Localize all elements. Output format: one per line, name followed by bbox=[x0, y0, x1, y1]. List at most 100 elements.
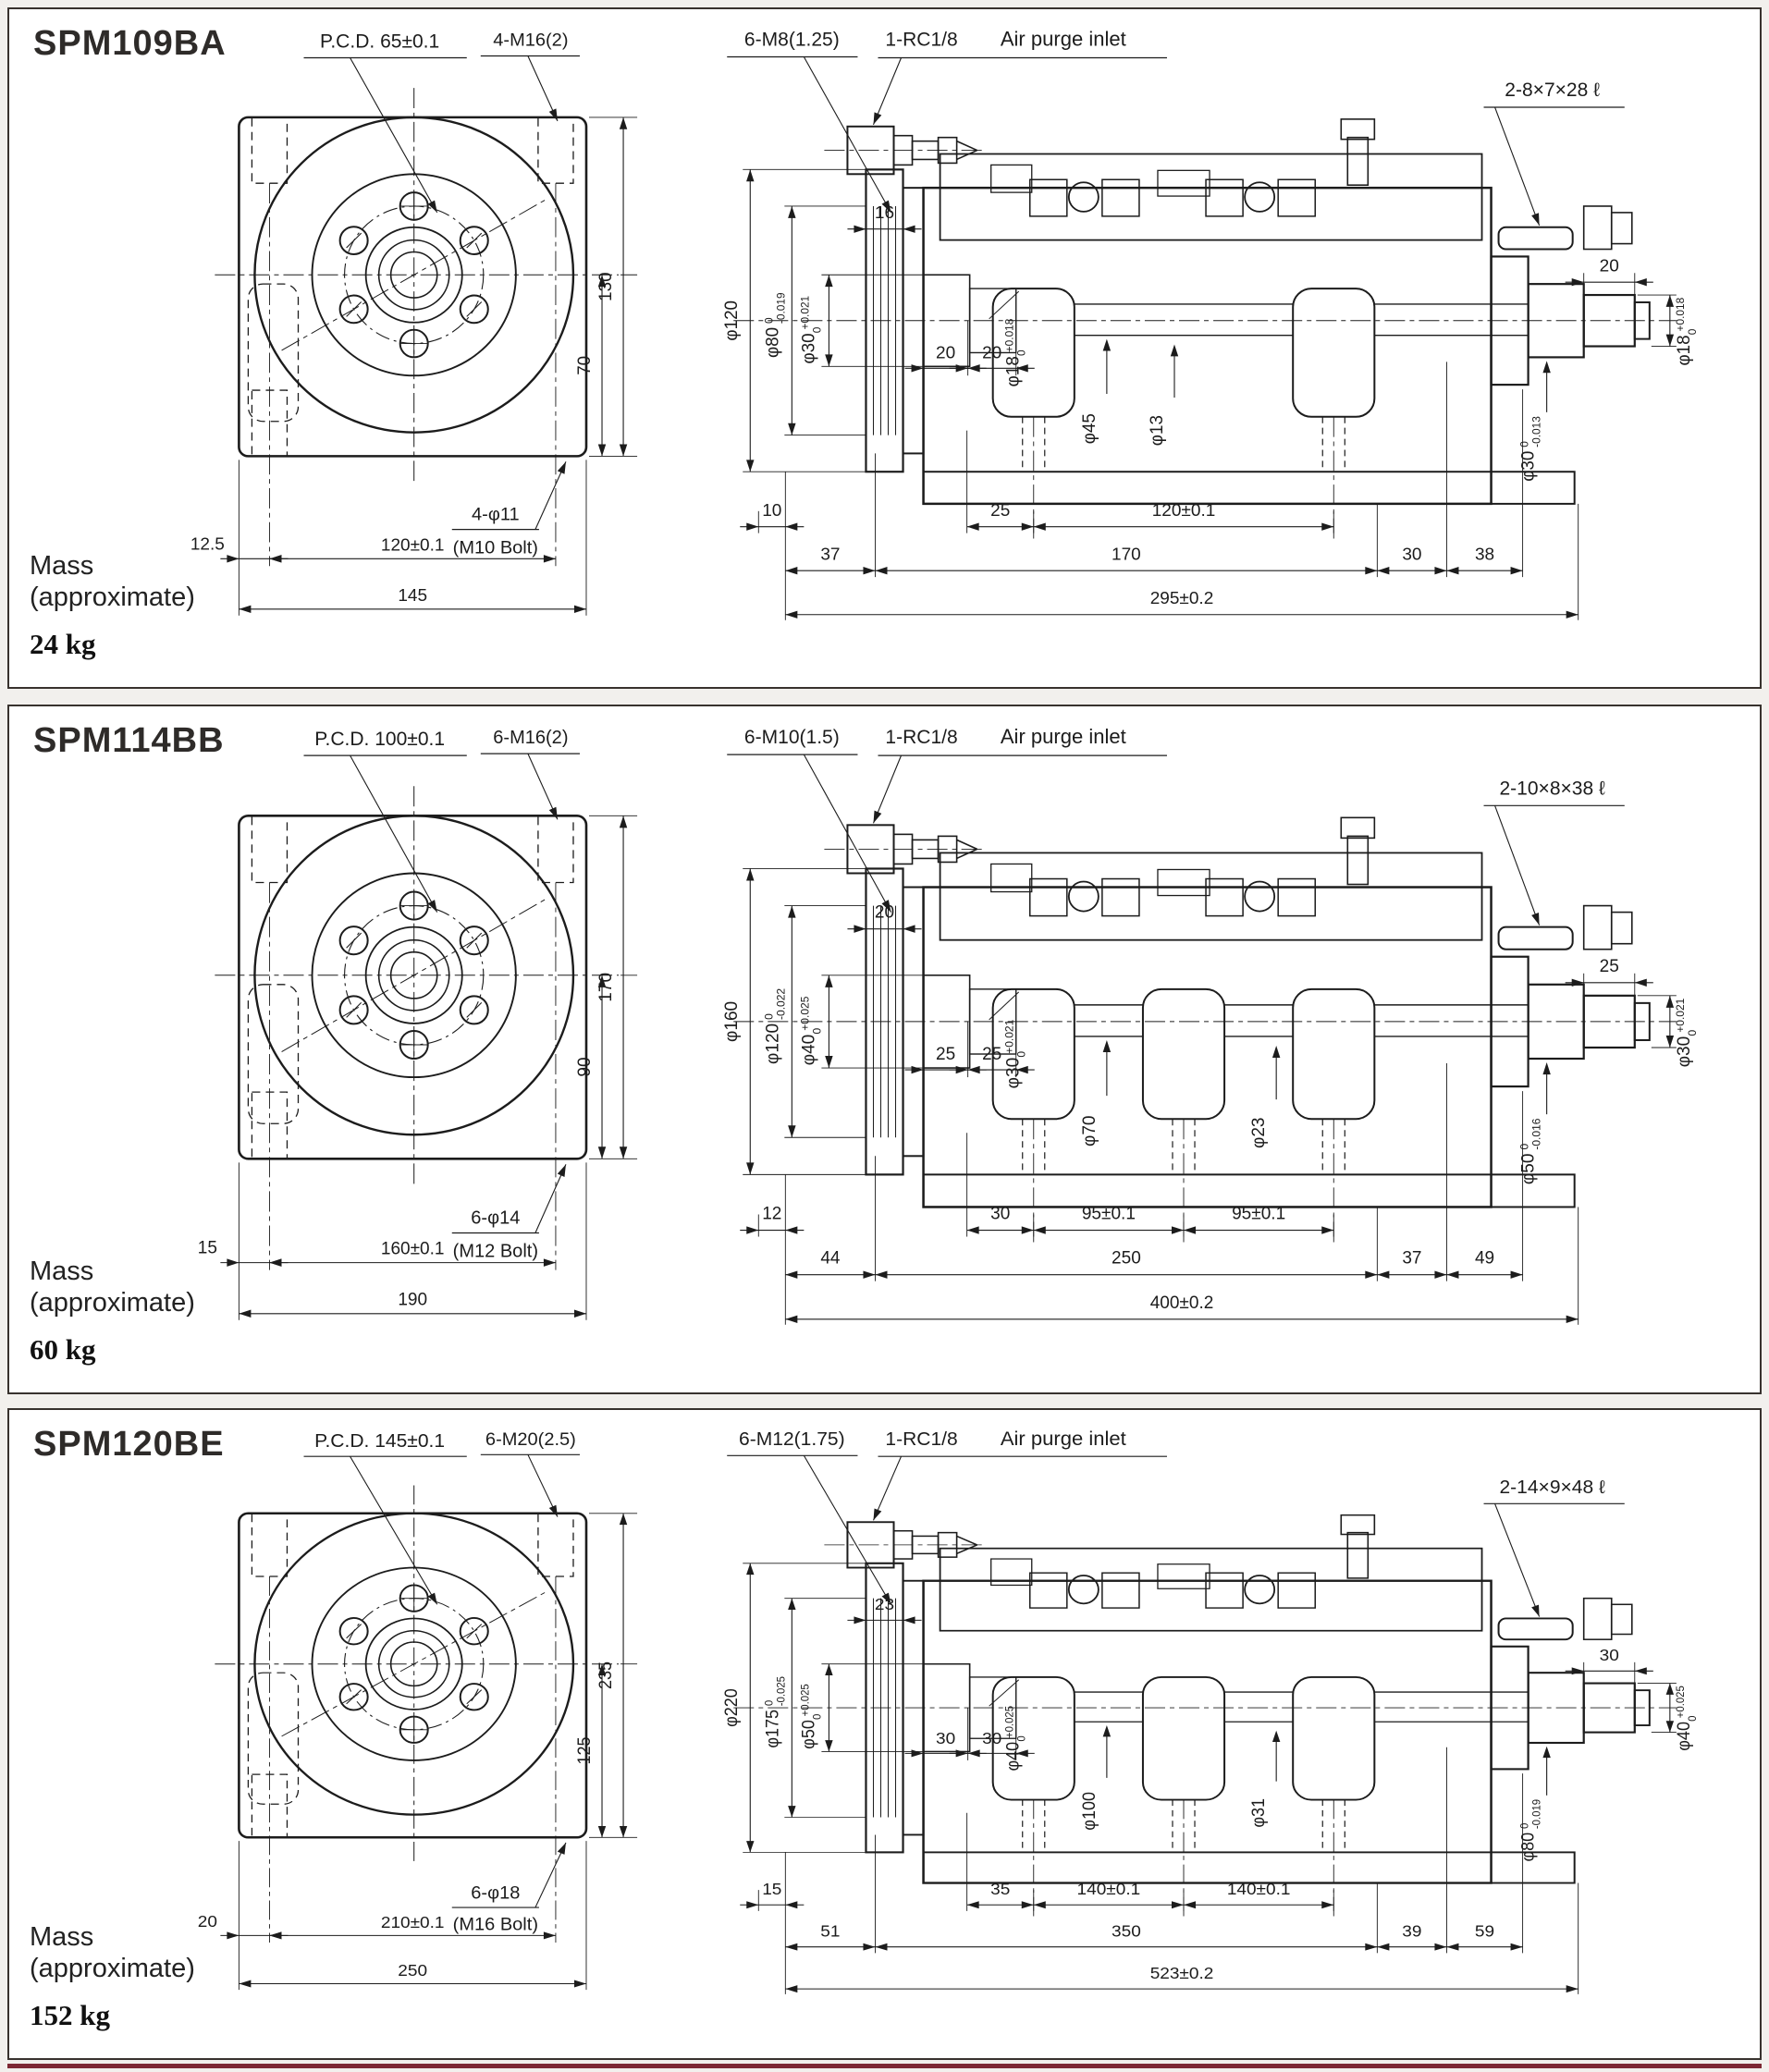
dimension-label: 12 bbox=[762, 1204, 781, 1223]
diameter-label: 125 bbox=[574, 1736, 595, 1764]
diameter-label: φ30+0.0210 bbox=[798, 295, 823, 363]
diameter-label: φ500-0.016 bbox=[1518, 1118, 1543, 1184]
base-plate bbox=[922, 471, 1576, 505]
arrowhead-icon bbox=[1665, 334, 1675, 347]
bearing-ball bbox=[1244, 1575, 1276, 1605]
arrowhead-icon bbox=[955, 1749, 968, 1758]
end-diameter-label: φ18+0.0180 bbox=[1674, 297, 1699, 365]
arrowhead-icon bbox=[746, 1563, 755, 1575]
mass-sublabel: (approximate) bbox=[30, 1953, 195, 1983]
drawing-shape bbox=[251, 815, 289, 884]
arrowhead-icon bbox=[903, 925, 915, 933]
dimension-label: 51 bbox=[820, 1921, 840, 1940]
arrowhead-icon bbox=[1446, 1270, 1459, 1279]
arrowhead-icon bbox=[619, 1825, 628, 1838]
key-label: 2-14×9×48 ℓ bbox=[1499, 1477, 1605, 1498]
bolt-hole bbox=[338, 995, 369, 1025]
drawing-line bbox=[956, 1535, 977, 1546]
arrowhead-icon bbox=[1542, 361, 1551, 374]
upper-mechanism bbox=[939, 852, 1483, 941]
dimension-label: 20 bbox=[198, 1911, 217, 1930]
bolt-hole bbox=[459, 926, 489, 956]
drawing-shape bbox=[1340, 1514, 1376, 1536]
drawing-line bbox=[466, 1689, 483, 1705]
drawing-shape bbox=[251, 1513, 289, 1577]
drawing-shape bbox=[1157, 1563, 1210, 1589]
drawing-line bbox=[466, 932, 483, 949]
model-title: SPM114BB bbox=[33, 721, 225, 760]
dimension-label: 30 bbox=[982, 1728, 1001, 1747]
arrowhead-icon bbox=[863, 1943, 876, 1951]
bolt bbox=[1346, 835, 1370, 886]
arrowhead-icon bbox=[1033, 522, 1046, 531]
arrowhead-icon bbox=[239, 605, 252, 613]
arrowhead-icon bbox=[1184, 1901, 1197, 1909]
leader-line bbox=[803, 754, 891, 913]
dimension-label: 20 bbox=[936, 343, 955, 362]
bolt-hole bbox=[459, 226, 489, 255]
arrowhead-icon bbox=[785, 1901, 798, 1909]
drawing-shape bbox=[990, 1558, 1033, 1587]
diameter-label: φ70 bbox=[1080, 1115, 1099, 1146]
arrowhead-icon bbox=[785, 1226, 798, 1234]
drawing-line bbox=[346, 1624, 362, 1639]
arrowhead-icon bbox=[746, 522, 759, 531]
arrowhead-icon bbox=[269, 1931, 282, 1940]
arrowhead-icon bbox=[1365, 567, 1378, 575]
arrowhead-icon bbox=[881, 200, 891, 213]
bore-diameter-label: φ40+0.0250 bbox=[1002, 1705, 1028, 1771]
leader-line bbox=[1494, 1503, 1541, 1617]
diameter-label: φ45 bbox=[1080, 413, 1099, 444]
arrowhead-icon bbox=[1021, 1226, 1034, 1234]
arrowhead-icon bbox=[1434, 567, 1447, 575]
leader-line bbox=[872, 754, 903, 824]
dimension-label: 120±0.1 bbox=[381, 535, 445, 555]
bearing-ball bbox=[1067, 181, 1099, 213]
pcd-label: P.C.D. 145±0.1 bbox=[314, 1430, 445, 1451]
tap-label: 6-M8(1.25) bbox=[744, 30, 840, 51]
mass-sublabel: (approximate) bbox=[30, 582, 195, 612]
arrowhead-icon bbox=[1365, 1943, 1378, 1951]
leader-line bbox=[872, 1456, 903, 1521]
bolt-hole bbox=[338, 294, 369, 325]
arrowhead-icon bbox=[785, 522, 798, 531]
arrowhead-icon bbox=[746, 868, 755, 881]
dimension-label: 120±0.1 bbox=[1152, 501, 1216, 521]
mass-value: 60 kg bbox=[30, 1333, 96, 1366]
front-hole-note: (M10 Bolt) bbox=[453, 537, 538, 558]
arrowhead-icon bbox=[825, 975, 833, 987]
arrowhead-icon bbox=[597, 1663, 607, 1676]
dimension-label: 25 bbox=[990, 501, 1010, 521]
arrowhead-icon bbox=[1634, 278, 1647, 287]
mass-block: Mass (approximate) 24 kg bbox=[30, 551, 195, 661]
diameter-label: φ13 bbox=[1148, 415, 1167, 446]
bearing-race bbox=[1101, 1572, 1140, 1609]
leader-line bbox=[350, 57, 438, 214]
arrowhead-icon bbox=[597, 275, 607, 288]
drawing-shape bbox=[1633, 300, 1651, 340]
corner-tap-label: 4-M16(2) bbox=[493, 31, 568, 51]
bolt-hole bbox=[338, 1683, 369, 1711]
leader-line bbox=[803, 56, 891, 214]
bearing-ball bbox=[1244, 880, 1276, 913]
bolt bbox=[1346, 1531, 1370, 1579]
arrowhead-icon bbox=[854, 925, 866, 933]
drawing-shape bbox=[990, 164, 1033, 193]
model-title: SPM120BE bbox=[33, 1425, 225, 1464]
arrowhead-icon bbox=[1377, 567, 1390, 575]
arrowhead-icon bbox=[1033, 1901, 1046, 1909]
end-diameter-label: φ30+0.0210 bbox=[1674, 998, 1699, 1067]
arrowhead-icon bbox=[1365, 1270, 1378, 1279]
arrowhead-icon bbox=[785, 1943, 798, 1951]
arrowhead-icon bbox=[1542, 1062, 1551, 1075]
arrowhead-icon bbox=[785, 567, 798, 575]
arrowhead-icon bbox=[955, 364, 968, 373]
arrowhead-icon bbox=[854, 225, 866, 233]
dimension-label: 16 bbox=[875, 203, 894, 223]
arrowhead-icon bbox=[788, 905, 796, 918]
